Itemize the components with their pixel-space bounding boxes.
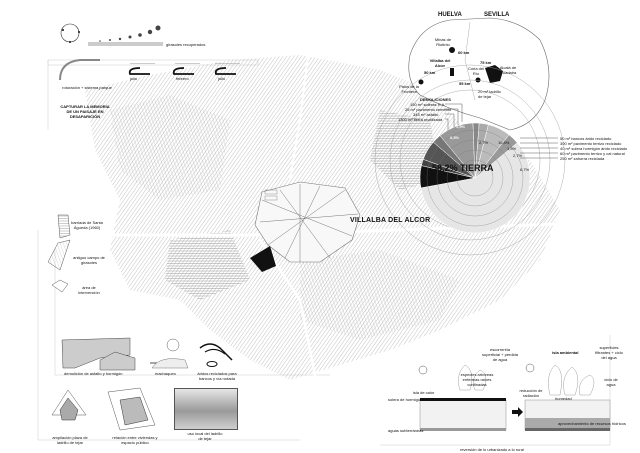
town-villalba: [250, 181, 361, 272]
pie-slice-label: 1,9%: [456, 124, 466, 129]
section-label: aprovechamiento de recursos hídricos: [558, 421, 626, 426]
demolition-item: 1300 m² tierra reutilizada: [398, 117, 443, 122]
historic-photo: [174, 388, 238, 430]
intervention-area: [250, 246, 276, 272]
legend-item: área de intervención: [78, 285, 100, 295]
month-label: julio: [130, 76, 138, 81]
place-label: Coria del Río: [467, 66, 484, 76]
section-label: ciclo de agua: [604, 377, 618, 387]
legend-item: antiguo campo de girasoles: [73, 255, 105, 265]
pie-slice-label: 6,7%: [520, 167, 530, 172]
regional-map: [374, 17, 566, 256]
pie-legend-item: 40 m² solera hormigón árido reciclado: [560, 146, 628, 151]
distance-label: 60 km: [458, 50, 470, 55]
section-label: solera de hormigón: [388, 397, 423, 402]
legend-item: barriada de Santa Águeda (1960): [71, 220, 103, 230]
demolition-item: 150 m² soleras H.A.: [410, 102, 446, 107]
pie-slice-label: 2,7%: [513, 153, 523, 158]
sunflower-cycle-diagram: [59, 23, 240, 81]
section-label: humedad: [555, 396, 572, 401]
pie-slice-label: 2,7%: [479, 140, 489, 145]
demolition-item: 345 m² asfalto: [413, 112, 439, 117]
caption: demolición de asfalto y hormigón: [64, 371, 123, 376]
place-label: Minas de Riotinto: [434, 37, 452, 47]
demolitions-title: DEMOLICIONES: [420, 97, 451, 102]
caption: machaqueo: [155, 371, 176, 376]
distance-label: 55 km: [459, 81, 471, 86]
pie-legend-item: 300 m² pavimento terrizo reciclado: [560, 141, 622, 146]
section-caption: reversión de lo urbanizado a lo rural: [460, 447, 524, 452]
caption: uso local del ladrillo de tejar: [187, 431, 223, 441]
brick-note: 20 m² ladrillo de tejar: [478, 89, 501, 99]
pie-slice-label: 6,5%: [450, 135, 460, 140]
pie-ring: [426, 129, 524, 227]
section-label: reducción de radiación: [519, 388, 543, 398]
section-label: isla ambiental: [552, 350, 579, 355]
distance-label: 50 km: [424, 70, 436, 75]
pie-slice-label: 5,8%: [469, 118, 479, 123]
place-label: Palos de la Frontera: [399, 84, 419, 94]
demolition-item: 25 m² pavimento cemento: [405, 107, 452, 112]
sunflowers-label: girasoles recuperados: [166, 42, 206, 47]
pie-ring: [436, 139, 514, 217]
pie-slice-label: 1,8%: [507, 146, 517, 151]
section-label: aguas subterráneas: [388, 428, 424, 433]
section-label: isla de calor: [413, 390, 435, 395]
pie-legend-item: 250 m² zahorra reciclada: [560, 156, 605, 161]
town-label: VILLALBA DEL ALCOR: [350, 217, 431, 224]
pie-ring: [446, 149, 504, 207]
pie-main-label: 58,2% TIERRA: [432, 163, 494, 173]
section-label: especies arbóreas enfermas raíces confin…: [460, 372, 494, 387]
place-label: Villalba del Alcor: [429, 58, 451, 68]
pie-slice-label: 10,4%: [498, 140, 510, 145]
distance-label: 75 km: [480, 60, 492, 65]
caption: relación entre viviendas y espacio públi…: [112, 435, 158, 445]
bottom-left-sketches: [51, 337, 233, 431]
caption: áridos reciclados para bancos y vía roda…: [197, 371, 237, 381]
pie-legend-item: 50 m² bancos árido reciclado: [560, 136, 612, 141]
left-legend-icons: [47, 214, 71, 293]
pie-slice-tierra: [420, 142, 531, 234]
section-title: CAPTURAR LA MEMORIA DE UN PAISAJE EN DES…: [60, 104, 110, 119]
pie-legend-item: 60 m² pavimento terrizo y cal natural: [560, 151, 625, 156]
pie-ring: [456, 159, 494, 197]
month-label: febrero: [176, 76, 189, 81]
province-label: HUELVA: [438, 12, 462, 18]
caption: ampliación plaza de ladrillo de tejar: [52, 435, 88, 445]
month-label: julio: [218, 76, 226, 81]
province-label: SEVILLA: [484, 12, 510, 18]
place-label: Alcalá de Guadaira: [499, 65, 517, 75]
pie-slice-bancos-rido-reciclado: [474, 134, 518, 179]
pie-chart: [419, 122, 531, 234]
rotation-label: roturación + sistema parque: [62, 85, 112, 90]
section-diagrams: [418, 363, 611, 431]
section-label: escorrentía superficial + pérdida de agu…: [482, 347, 518, 362]
section-label: superficies filtrantes + ciclo del agua: [595, 345, 623, 360]
